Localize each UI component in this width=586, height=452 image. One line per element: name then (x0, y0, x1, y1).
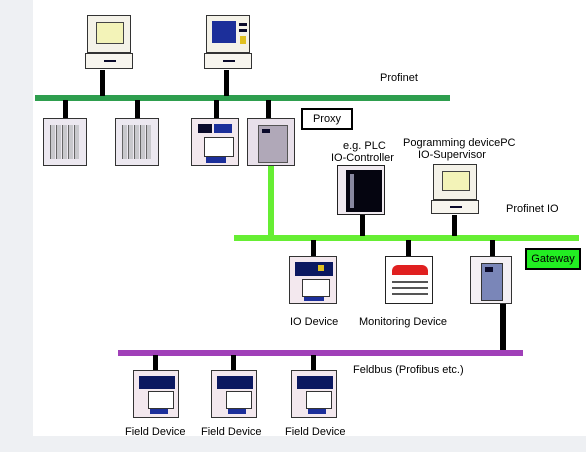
drop-top-pc1 (100, 70, 105, 96)
field-device-2 (211, 370, 257, 418)
computer-base (431, 200, 479, 214)
io-supervisor-pc (431, 164, 479, 216)
workstation-pc-1 (85, 15, 133, 71)
gateway-tag: Gateway (525, 248, 581, 270)
monitoring-device (385, 256, 433, 304)
drop-rack-2 (135, 100, 140, 118)
drop-proxy (266, 100, 271, 118)
drop-rack-1 (63, 100, 68, 118)
supervisor-label-line2: IO-Supervisor (418, 149, 486, 161)
drop-io-device (311, 240, 316, 256)
drop-top-pc2 (224, 70, 229, 96)
diagram-canvas: Profinet (33, 0, 586, 438)
feldbus-bus (118, 350, 523, 356)
monitoring-device-label: Monitoring Device (359, 316, 448, 328)
field-device-1 (133, 370, 179, 418)
supervisor-label-line1: Pogramming devicePC (403, 137, 516, 149)
field-device-3-label: Field Device (285, 426, 346, 438)
drop-field-device-2 (231, 355, 236, 371)
monitor (433, 164, 477, 200)
plc-rack-1 (43, 118, 87, 166)
profinet-label: Profinet (380, 72, 418, 84)
profinet-io-label: Profinet IO (506, 203, 559, 215)
plc-label-line2: IO-Controller (331, 152, 394, 164)
feldbus-label: Feldbus (Profibus etc.) (353, 364, 464, 376)
plc-label-line1: e.g. PLC (343, 140, 386, 152)
drop-field-device-1 (153, 355, 158, 371)
drop-field-device-3 (311, 355, 316, 371)
drop-gateway (490, 240, 495, 256)
screen (96, 22, 124, 44)
screen (212, 21, 236, 43)
profinet-bus (35, 95, 450, 101)
plc-io-controller (337, 165, 385, 215)
drop-panel-device (214, 100, 219, 118)
drop-supervisor (452, 215, 457, 236)
proxy-tag: Proxy (301, 108, 353, 130)
io-device-label: IO Device (290, 316, 339, 328)
monitor (206, 15, 250, 53)
plc-rack-2 (115, 118, 159, 166)
monitor (87, 15, 131, 53)
drop-plc (360, 215, 365, 236)
field-device-1-label: Field Device (125, 426, 186, 438)
proxy-to-profinet-io-link (268, 166, 274, 239)
operator-panel-device (191, 118, 239, 166)
gateway-device (470, 256, 512, 304)
io-device (289, 256, 337, 304)
drop-monitoring (406, 240, 411, 256)
field-device-2-label: Field Device (201, 426, 262, 438)
computer-base (204, 53, 252, 69)
profinet-io-bus (234, 235, 579, 241)
proxy-device (247, 118, 295, 166)
industrial-panel-pc (204, 15, 252, 71)
computer-base (85, 53, 133, 69)
field-device-3 (291, 370, 337, 418)
gateway-to-feldbus-link (500, 304, 506, 354)
screen (442, 171, 470, 191)
